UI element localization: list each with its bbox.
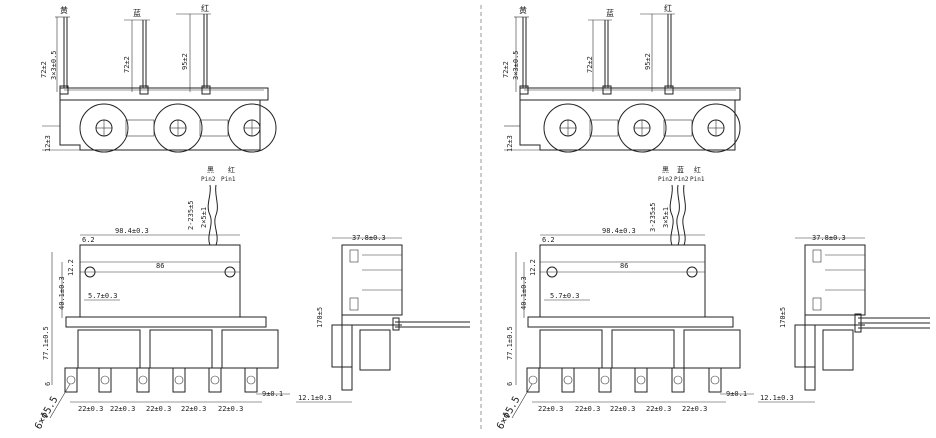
dim-pitch-2: 22±0.3 [110, 405, 135, 413]
dim-r-lead-95: 95±2 [644, 53, 652, 70]
dim-r-lead-170: 170±5 [779, 307, 787, 328]
dim-top-6: 6.2 [82, 236, 95, 244]
dim-r-tab-9: 9±0.1 [726, 390, 747, 398]
dim-tab-9: 9±0.1 [262, 390, 283, 398]
label-yellow: 黄 [60, 5, 68, 15]
dim-r-wire-3x: 3×5±1 [662, 207, 670, 228]
dim-r-top-6: 6.2 [542, 236, 555, 244]
dim-pitch-3: 22±0.3 [146, 405, 171, 413]
dim-r-height-12: 12±3 [506, 135, 514, 152]
label-blue-r2: 蓝 [677, 165, 684, 174]
label-red-2: 红 [228, 165, 235, 174]
dim-r-pitch-5: 22±0.3 [682, 405, 707, 413]
dim-r-wire-235: 3-235±5 [649, 202, 657, 232]
dim-r-hole-12: 12.2 [529, 259, 537, 276]
dim-lead-72-a: 72±2 [40, 61, 48, 78]
dim-wire-2x: 2×5±1 [200, 207, 208, 228]
dim-lead-170: 170±5 [316, 307, 324, 328]
label-pin2: Pin2 [201, 176, 216, 183]
dim-lead-72-b: 72±2 [123, 56, 131, 73]
right-panel: 黄 蓝 红 72±2 3×3±0.5 72±2 95±2 [495, 3, 930, 432]
dim-lead-95: 95±2 [181, 53, 189, 70]
dim-side-5: 5.7±0.3 [88, 292, 118, 300]
dim-r-side-5: 5.7±0.3 [550, 292, 580, 300]
dim-r-side-12: 12.1±0.3 [760, 394, 794, 402]
dim-r-hole-spec: 6×Φ5.5 [495, 395, 523, 432]
label-black: 黑 [207, 166, 214, 174]
dim-r-pitch-1: 22±0.3 [538, 405, 563, 413]
right-pins [526, 367, 722, 393]
left-pins [64, 367, 258, 393]
label-black-r: 黑 [662, 166, 669, 174]
label-yellow-r: 黄 [519, 5, 527, 15]
label-red-r2: 红 [694, 165, 701, 174]
left-front-view: 黑 红 Pin2 Pin1 2-235±5 2×5±1 98.4±0.3 86 … [33, 165, 290, 432]
dim-side-37: 37.8±0.3 [352, 234, 386, 242]
dim-r-pitch-4: 22±0.3 [646, 405, 671, 413]
dim-r-lead-3x3: 3×3±0.5 [512, 50, 520, 80]
dim-r-left-6: 6 [506, 382, 514, 386]
label-pin1: Pin1 [221, 176, 236, 183]
label-red-r: 红 [664, 3, 672, 13]
label-red: 红 [201, 3, 209, 13]
dim-side-12: 12.1±0.3 [298, 394, 332, 402]
dim-pitch-5: 22±0.3 [218, 405, 243, 413]
label-pin2-r2: Pin2 [674, 176, 689, 183]
dim-hole-12: 12.2 [67, 259, 75, 276]
left-side-view: 37.8±0.3 170±5 12.1±0.3 [296, 234, 470, 403]
dim-r-lead-72-b: 72±2 [586, 56, 594, 73]
dim-r-pitch-3: 22±0.3 [610, 405, 635, 413]
dim-r-side-37: 37.8±0.3 [812, 234, 846, 242]
dim-pitch-1: 22±0.3 [78, 405, 103, 413]
dim-pitch-4: 22±0.3 [181, 405, 206, 413]
left-panel: 黄 蓝 红 72±2 3×3±0.5 72±2 95±2 [33, 3, 470, 432]
dim-r-total-width: 98.4±0.3 [602, 227, 636, 235]
dim-r-lead-72-a: 72±2 [502, 61, 510, 78]
label-blue: 蓝 [133, 8, 141, 18]
dim-r-overall-77: 77.1±0.5 [506, 326, 514, 360]
right-front-view: 黑 蓝 红 Pin2 Pin2 Pin1 3-235±5 3×5±1 98.4±… [495, 165, 754, 432]
right-side-view: 37.8±0.3 170±5 12.1±0.3 [758, 234, 930, 403]
dim-hole-spec: 6×Φ5.5 [33, 395, 61, 432]
right-top-view: 黄 蓝 红 72±2 3×3±0.5 72±2 95±2 [502, 3, 741, 153]
dim-left-6: 6 [44, 382, 52, 386]
dim-height-12: 12±3 [44, 135, 52, 152]
label-pin2-r: Pin2 [658, 176, 673, 183]
dim-r-pitch-2: 22±0.3 [575, 405, 600, 413]
label-blue-r: 蓝 [606, 8, 614, 18]
dim-inner-86: 86 [156, 262, 164, 270]
label-pin1-r: Pin1 [690, 176, 705, 183]
left-top-view: 黄 蓝 红 72±2 3×3±0.5 72±2 95±2 [40, 3, 277, 153]
dim-lead-3x3: 3×3±0.5 [50, 50, 58, 80]
dim-total-width: 98.4±0.3 [115, 227, 149, 235]
dim-r-inner-86: 86 [620, 262, 628, 270]
dim-wire-235: 2-235±5 [187, 200, 195, 230]
dim-overall-77: 77.1±0.5 [42, 326, 50, 360]
